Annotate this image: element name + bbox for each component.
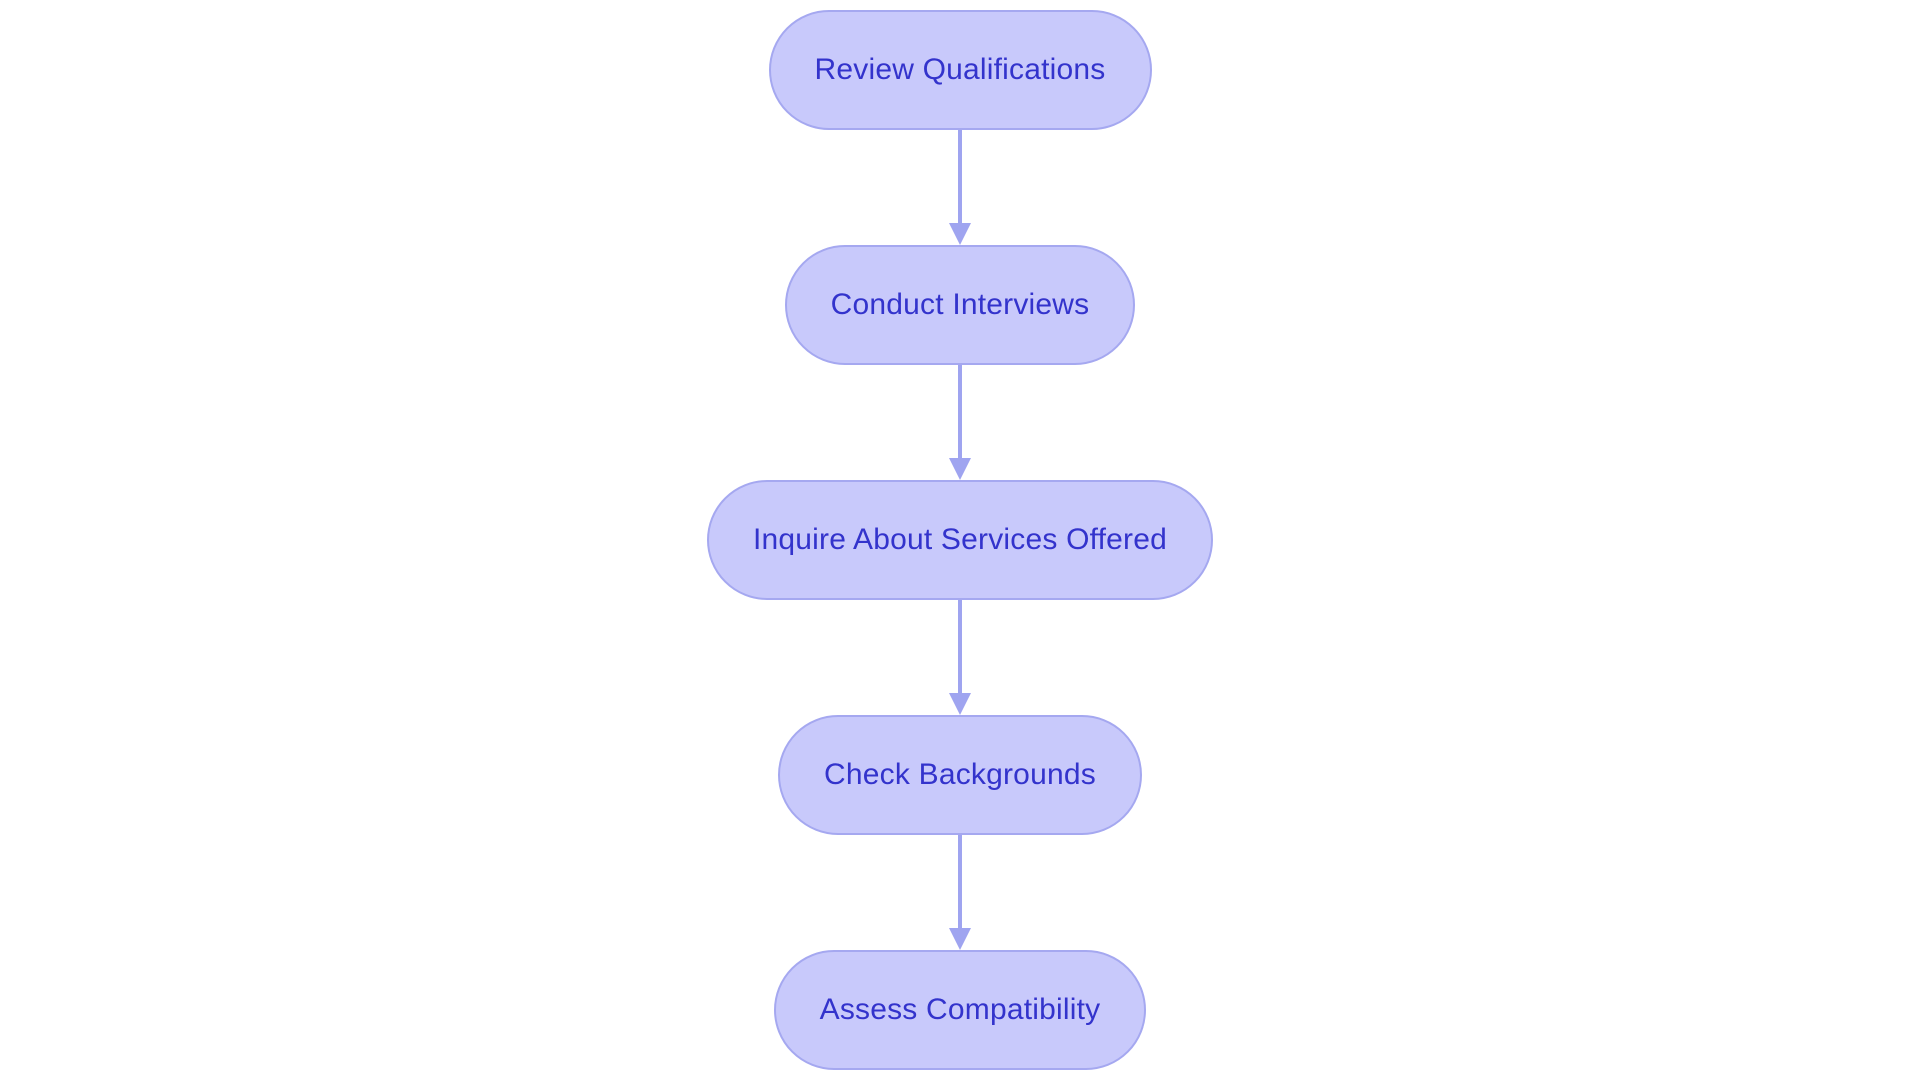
down-arrow-icon	[949, 223, 971, 245]
flowchart-edge-n2-n3	[948, 365, 972, 480]
edge-line	[958, 365, 962, 458]
flowchart-node-review-qualifications[interactable]: Review Qualifications	[768, 10, 1152, 130]
flowchart-node-inquire-about-services-offered[interactable]: Inquire About Services Offered	[706, 480, 1214, 600]
flowchart-edge-n1-n2	[948, 130, 972, 245]
edge-line	[958, 835, 962, 928]
flowchart-node-check-backgrounds[interactable]: Check Backgrounds	[778, 715, 1142, 835]
down-arrow-icon	[949, 928, 971, 950]
flowchart-node-label: Inquire About Services Offered	[752, 523, 1168, 556]
edge-line	[958, 130, 962, 223]
flowchart-node-label: Assess Compatibility	[819, 993, 1101, 1026]
flowchart-edge-n4-n5	[948, 835, 972, 950]
down-arrow-icon	[949, 693, 971, 715]
flowchart-node-label: Review Qualifications	[814, 53, 1106, 86]
flowchart-node-assess-compatibility[interactable]: Assess Compatibility	[773, 950, 1147, 1070]
down-arrow-icon	[949, 458, 971, 480]
flowchart-node-conduct-interviews[interactable]: Conduct Interviews	[784, 245, 1136, 365]
edge-line	[958, 600, 962, 693]
flowchart-node-label: Conduct Interviews	[830, 288, 1090, 321]
flowchart-edge-n3-n4	[948, 600, 972, 715]
flowchart-node-label: Check Backgrounds	[824, 758, 1096, 791]
